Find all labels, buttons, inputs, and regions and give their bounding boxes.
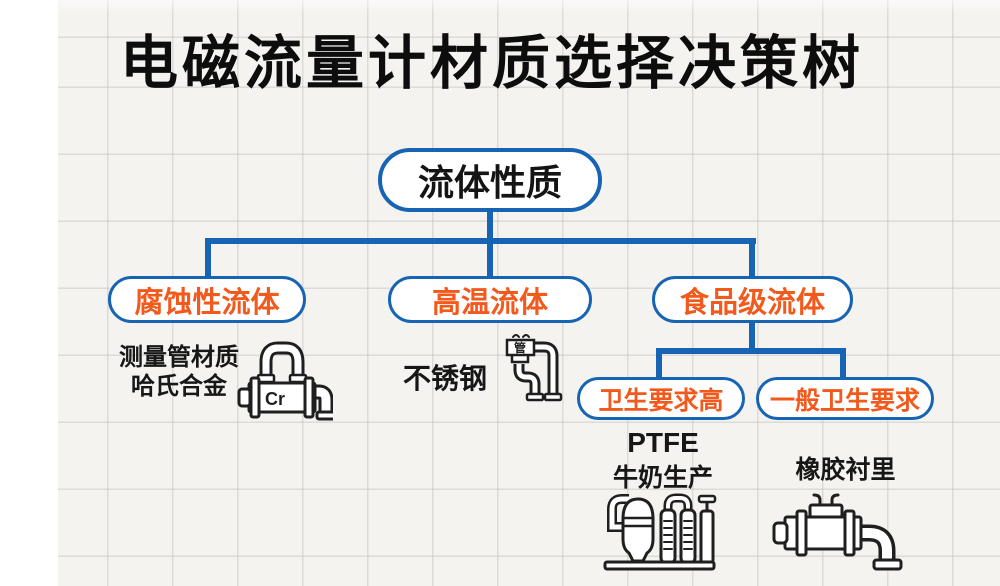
result-hastelloy-line2: 哈氏合金	[131, 373, 227, 400]
connector-branch1-down	[205, 238, 211, 278]
dairy-production-equipment-icon	[597, 485, 722, 573]
node-fluid-property-label: 流体性质	[417, 162, 562, 203]
result-rubber-lining-text: 橡胶衬里	[795, 456, 896, 484]
left-margin-strip	[0, 0, 58, 586]
node-high-temp-fluid-label: 高温流体	[431, 286, 548, 319]
node-high-hygiene-label: 卫生要求高	[598, 386, 724, 415]
page-title: 电磁流量计材质选择决策树	[120, 31, 865, 96]
connector-root-down	[487, 211, 493, 241]
result-ptfe-text: PTFE	[627, 427, 699, 458]
result-stainless-text: 不锈钢	[402, 363, 487, 394]
node-general-hygiene: 一般卫生要求	[756, 377, 934, 420]
node-food-grade-fluid: 食品级流体	[652, 276, 853, 323]
rubber-lined-pipe-icon	[768, 481, 916, 576]
connector-branch3-down	[749, 238, 755, 278]
connector-level1-horizontal	[205, 238, 756, 244]
stainless-steel-pipe-icon: 管	[486, 330, 568, 408]
result-hastelloy-line1: 测量管材质	[119, 344, 239, 371]
node-food-grade-fluid-label: 食品级流体	[679, 286, 825, 319]
connector-level2-horizontal	[656, 348, 846, 354]
connector-sub1-down	[656, 348, 662, 380]
node-general-hygiene-label: 一般卫生要求	[769, 386, 920, 415]
steel-pipe-icon-text: 管	[514, 340, 526, 355]
connector-branch2-down	[487, 238, 493, 278]
connector-sub2-down	[840, 348, 846, 380]
result-milk-production-text: 牛奶生产	[612, 464, 713, 492]
node-high-temp-fluid: 高温流体	[388, 276, 592, 323]
node-corrosive-fluid-label: 腐蚀性流体	[134, 286, 280, 319]
hastelloy-flanged-pipe-icon: Cr	[233, 331, 333, 426]
node-corrosive-fluid: 腐蚀性流体	[108, 276, 306, 323]
connector-branch3-child-down	[749, 321, 755, 351]
hastelloy-icon-text: Cr	[265, 389, 285, 409]
node-fluid-property: 流体性质	[378, 148, 602, 212]
result-hastelloy-text: 测量管材质 哈氏合金	[103, 343, 255, 401]
node-high-hygiene: 卫生要求高	[577, 377, 745, 420]
